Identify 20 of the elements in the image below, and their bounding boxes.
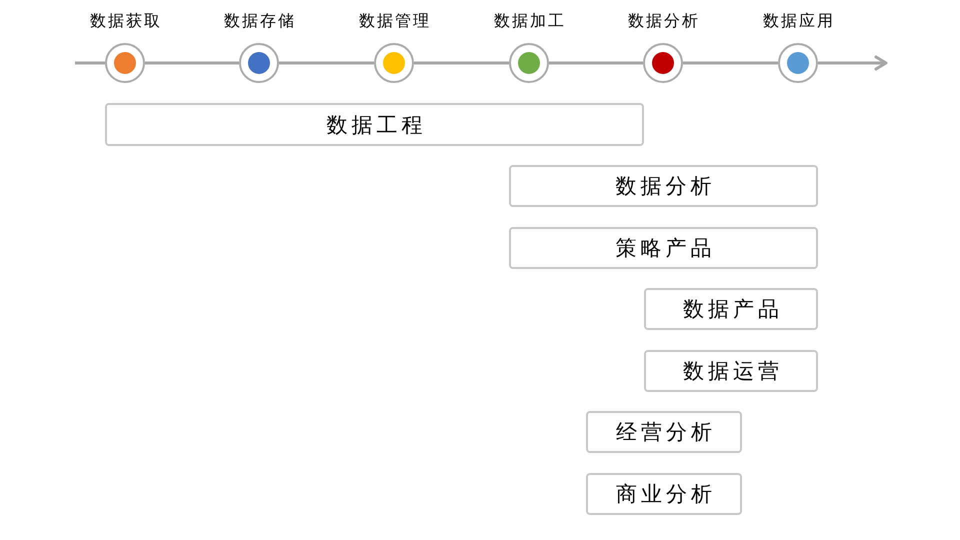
role-bar: 经营分析	[586, 411, 742, 453]
milestone-label: 数据应用	[762, 10, 835, 32]
connector-line	[75, 62, 105, 64]
milestone-label: 数据获取	[89, 10, 162, 32]
connector-line	[549, 62, 643, 64]
milestone-label: 数据分析	[627, 10, 700, 32]
milestone-label: 数据管理	[358, 10, 431, 32]
connector-line	[279, 62, 374, 64]
role-bar: 数据产品	[644, 288, 818, 330]
role-bar: 数据分析	[509, 165, 818, 207]
role-bar: 策略产品	[509, 227, 818, 269]
connector-line	[145, 62, 239, 64]
role-bar: 商业分析	[586, 473, 742, 515]
connector-line	[683, 62, 778, 64]
milestone-label: 数据加工	[493, 10, 566, 32]
connector-line	[414, 62, 509, 64]
milestone-label: 数据存储	[223, 10, 296, 32]
role-bar: 数据工程	[105, 103, 644, 146]
arrow	[818, 56, 888, 70]
role-bar: 数据运营	[644, 350, 818, 392]
